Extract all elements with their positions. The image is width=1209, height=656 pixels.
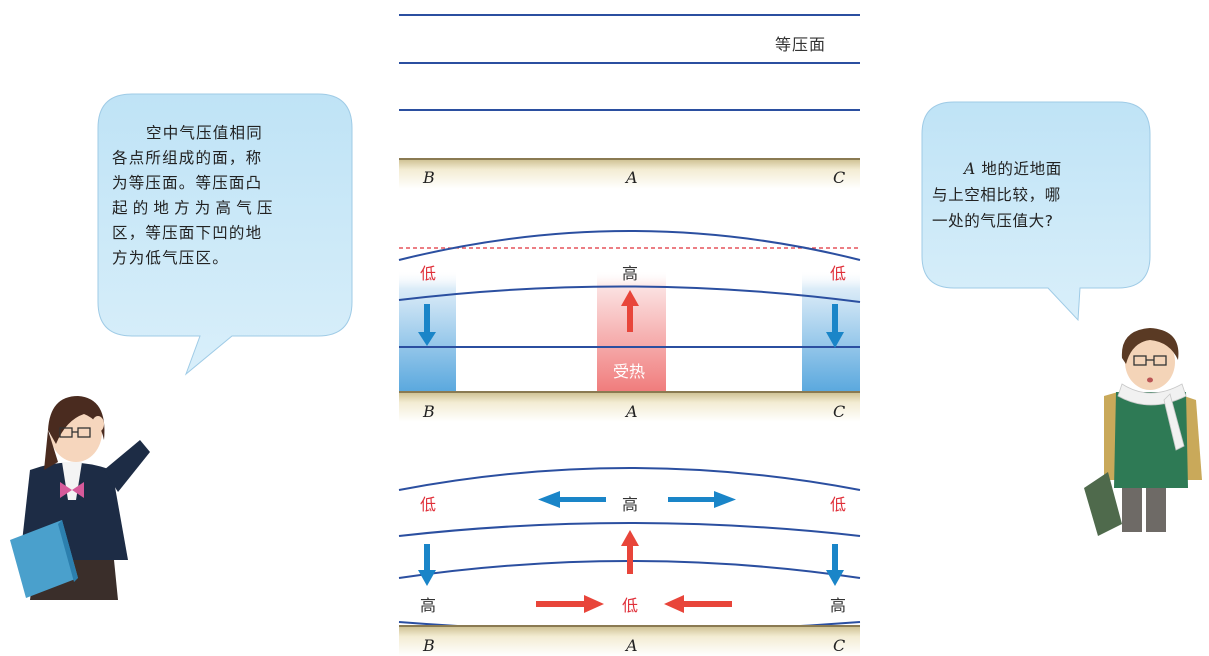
low-pressure-label: 低: [622, 596, 638, 615]
point-a-inline: A: [964, 160, 976, 178]
right-bubble-text: A 地的近地面 与上空相比较，哪 一处的气压值大?: [932, 156, 1142, 234]
ground: [399, 626, 860, 656]
point-b-label: B: [422, 636, 435, 655]
point-b-label: B: [422, 402, 435, 421]
left-bubble-text: 空中气压值相同 各点所组成的面，称 为等压面。等压面凸 起的地方为高气压 区，等…: [112, 121, 336, 271]
isobar-curve: [398, 467, 861, 491]
bubble-line: 区，等压面下凹的地: [112, 224, 263, 242]
panel-2-heating: [398, 230, 861, 422]
point-c-label: C: [833, 168, 845, 187]
isobar-curve: [398, 345, 861, 348]
surface-flow-arrow-right: [664, 595, 732, 613]
ground: [399, 392, 860, 422]
high-pressure-label: 高: [622, 264, 638, 283]
rising-air-arrow: [621, 290, 639, 332]
bubble-line: 为等压面。等压面凸: [112, 174, 263, 192]
boy-character-icon: [1084, 328, 1202, 536]
low-pressure-label: 低: [830, 495, 846, 514]
low-pressure-label: 低: [830, 264, 846, 283]
bubble-line: 空中气压值相同: [146, 124, 263, 142]
bubble-line: 起的地方为高气压: [112, 199, 278, 217]
bubble-line: 各点所组成的面，称: [112, 149, 263, 167]
sinking-air-arrow-right: [826, 304, 844, 348]
isobar-curve: [398, 230, 861, 261]
right-speech-bubble: [921, 101, 1151, 322]
bubble-line: 方为低气压区。: [112, 249, 229, 267]
left-speech-bubble: [97, 93, 353, 376]
low-pressure-label: 低: [420, 495, 436, 514]
low-pressure-label: 低: [420, 264, 436, 283]
rising-air-arrow: [621, 530, 639, 574]
isobar-label: 等压面: [775, 35, 826, 54]
high-pressure-label: 高: [420, 596, 436, 615]
cold-column-right: [802, 270, 860, 392]
point-a-label: A: [624, 402, 638, 421]
heated-label: 受热: [613, 362, 645, 381]
high-pressure-label: 高: [830, 596, 846, 615]
point-b-label: B: [422, 168, 435, 187]
panel-3-circulation: [398, 467, 861, 656]
sinking-air-arrow-right: [826, 544, 844, 586]
point-c-label: C: [833, 636, 845, 655]
high-pressure-label: 高: [622, 495, 638, 514]
upper-flow-arrow-left: [538, 491, 606, 508]
point-a-label: A: [624, 168, 638, 187]
bubble-line: 与上空相比较，哪: [932, 186, 1061, 204]
upper-flow-arrow-right: [668, 491, 736, 508]
girl-character-icon: [10, 396, 150, 600]
bubble-line: 地的近地面: [975, 160, 1062, 178]
isobar-curve: [398, 522, 861, 537]
point-c-label: C: [833, 402, 845, 421]
sinking-air-arrow-left: [418, 544, 436, 586]
isobar-curve: [398, 285, 861, 303]
point-a-label: A: [624, 636, 638, 655]
panel-1-uniform: [399, 14, 860, 189]
bubble-line: 一处的气压值大?: [932, 212, 1054, 230]
surface-flow-arrow-left: [536, 595, 604, 613]
ground: [399, 159, 860, 189]
sinking-air-arrow-left: [418, 304, 436, 346]
